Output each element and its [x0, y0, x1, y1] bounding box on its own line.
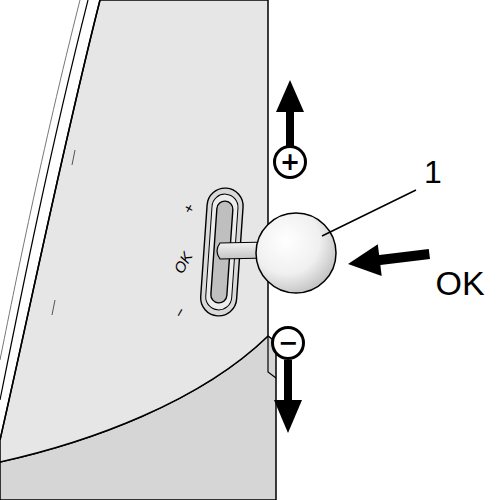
housing-face	[0, 0, 268, 462]
rim-line	[0, 0, 80, 360]
arrow-head	[276, 80, 304, 112]
arrow-head	[274, 400, 302, 433]
leader-line	[322, 190, 416, 236]
rim-line	[0, 0, 88, 400]
rim-mark	[52, 150, 75, 315]
arrow-shaft	[284, 360, 292, 404]
action-label: OK	[435, 266, 484, 300]
circled-symbol: +	[273, 145, 307, 179]
arrow-shaft	[286, 108, 294, 146]
housing-rim	[0, 0, 100, 440]
arrow-shaft	[375, 249, 430, 266]
symbol-sign: +	[280, 150, 300, 174]
rim-ground	[0, 0, 88, 400]
press-arrow	[346, 238, 431, 280]
callout-number: 1	[424, 156, 442, 188]
circled-symbol: −	[271, 326, 305, 360]
joystick-knob	[256, 213, 336, 293]
symbol-sign: −	[278, 331, 298, 355]
